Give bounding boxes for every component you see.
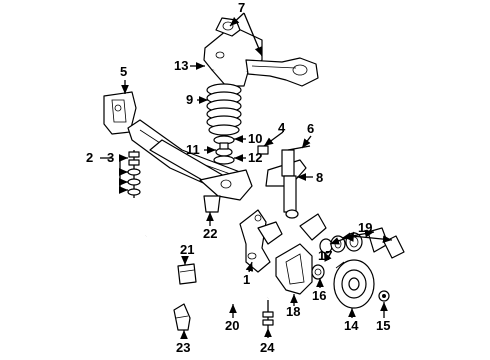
nut — [257, 145, 269, 155]
callout-3: 3 — [107, 150, 114, 165]
callout-8: 8 — [316, 170, 323, 185]
callout-20: 20 — [225, 318, 239, 333]
callout-23: 23 — [176, 340, 190, 355]
lug-nut — [378, 290, 390, 302]
callout-14: 14 — [344, 318, 359, 333]
callout-10: 10 — [248, 131, 262, 146]
callout-9: 9 — [186, 92, 193, 107]
brake-rotor — [333, 259, 375, 309]
axle-beam — [127, 119, 253, 213]
link-bolt — [262, 300, 274, 328]
callout-21: 21 — [180, 242, 194, 257]
spindle — [275, 243, 313, 295]
shock-absorber — [265, 145, 311, 219]
spring-tower-bracket — [203, 17, 319, 87]
callout-24: 24 — [260, 340, 275, 355]
callout-11: 11 — [186, 142, 200, 157]
callout-22: 22 — [203, 226, 217, 241]
stabilizer-bracket — [173, 303, 191, 331]
callout-19: 19 — [358, 220, 372, 235]
callout-17: 17 — [318, 248, 332, 263]
callout-7: 7 — [238, 0, 245, 15]
callout-1: 1 — [243, 272, 250, 287]
callout-13: 13 — [174, 58, 188, 73]
steering-knuckle — [239, 209, 283, 273]
leader-lines — [100, 12, 393, 340]
coil-spring — [206, 83, 242, 136]
stabilizer-bar — [122, 234, 269, 306]
callout-15: 15 — [376, 318, 390, 333]
callout-16: 16 — [312, 288, 326, 303]
callout-labels: 1 2 3 4 5 6 7 8 9 10 11 12 13 14 15 16 1… — [86, 0, 390, 355]
callout-6: 6 — [307, 121, 314, 136]
callout-5: 5 — [120, 64, 127, 79]
bolt-stack — [127, 150, 141, 198]
callout-2: 2 — [86, 150, 93, 165]
callout-4: 4 — [278, 120, 286, 135]
stabilizer-bushing — [177, 263, 197, 285]
callout-12: 12 — [248, 150, 262, 165]
spring-insulators — [213, 135, 235, 165]
callout-18: 18 — [286, 304, 300, 319]
